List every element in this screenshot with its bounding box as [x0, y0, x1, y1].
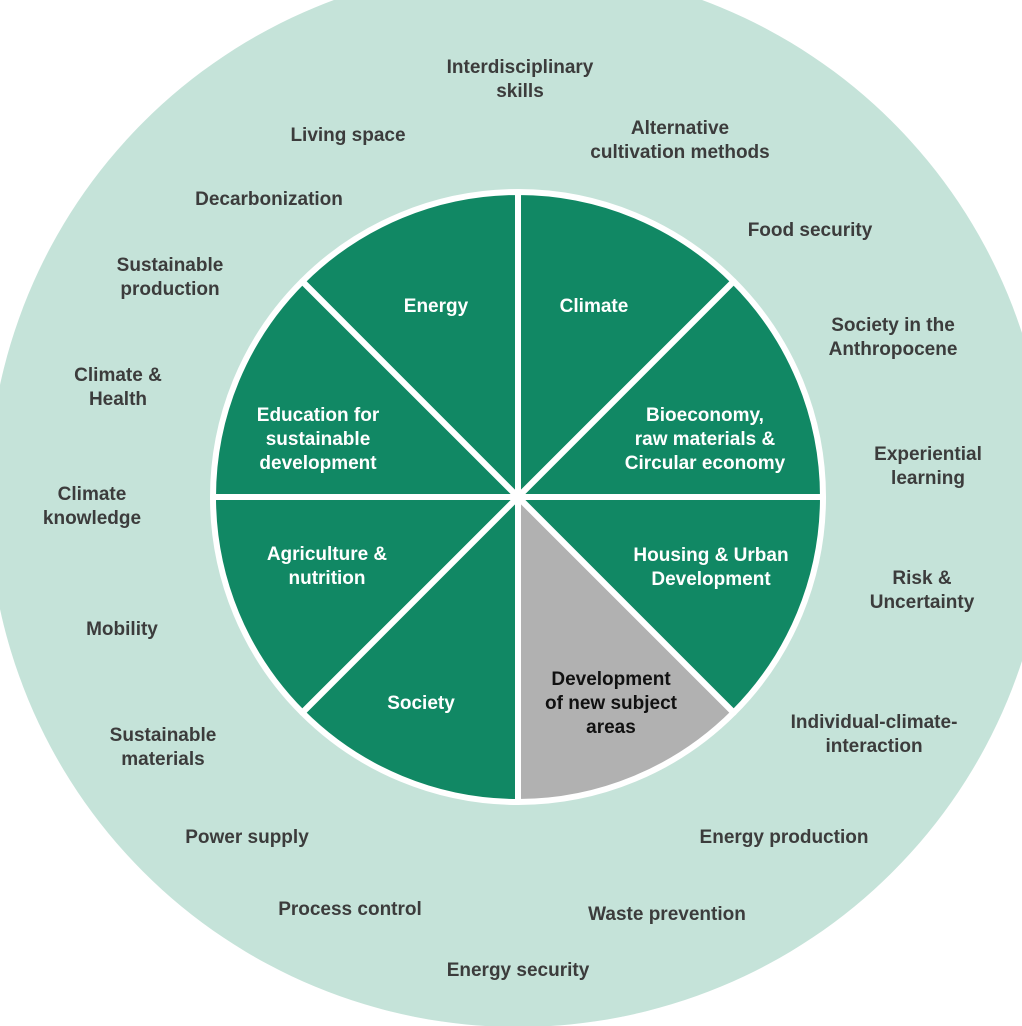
outer-label-mobility: Mobility [86, 619, 158, 640]
outer-label-living-space: Living space [290, 125, 405, 146]
outer-label-climate-health: Climate &Health [74, 365, 162, 410]
outer-label-individual-climate-interaction: Individual-climate-interaction [791, 712, 958, 757]
outer-label-power-supply: Power supply [185, 827, 309, 848]
segment-separator [298, 277, 521, 500]
inner-label-climate: Climate [560, 296, 629, 317]
segment-separator [515, 494, 738, 717]
outer-label-energy-security: Energy security [447, 960, 590, 981]
outer-label-waste-prevention: Waste prevention [588, 904, 746, 925]
outer-label-risk-uncertainty: Risk &Uncertainty [870, 568, 975, 613]
segment-agriculture [210, 494, 521, 716]
outer-label-food-security: Food security [748, 220, 873, 241]
center-hub [512, 491, 524, 503]
segment-new-subject-areas [515, 494, 737, 805]
segment-society [299, 494, 521, 805]
inner-label-agriculture: Agriculture &nutrition [267, 544, 388, 589]
segment-energy [299, 189, 521, 500]
outer-label-energy-production: Energy production [700, 827, 869, 848]
segment-education [210, 278, 521, 500]
outer-label-decarbonization: Decarbonization [195, 189, 343, 210]
inner-segments [210, 189, 826, 805]
inner-label-energy: Energy [404, 296, 469, 317]
segment-housing [515, 494, 826, 716]
segment-separator [515, 277, 738, 500]
segment-separator [298, 494, 521, 717]
segment-climate [515, 189, 737, 500]
segment-bioeconomy [515, 278, 826, 500]
segment-separators [211, 190, 825, 804]
inner-label-society: Society [387, 693, 455, 714]
inner-label-bioeconomy: Bioeconomy,raw materials &Circular econo… [625, 405, 786, 474]
outer-label-process-control: Process control [278, 899, 422, 920]
